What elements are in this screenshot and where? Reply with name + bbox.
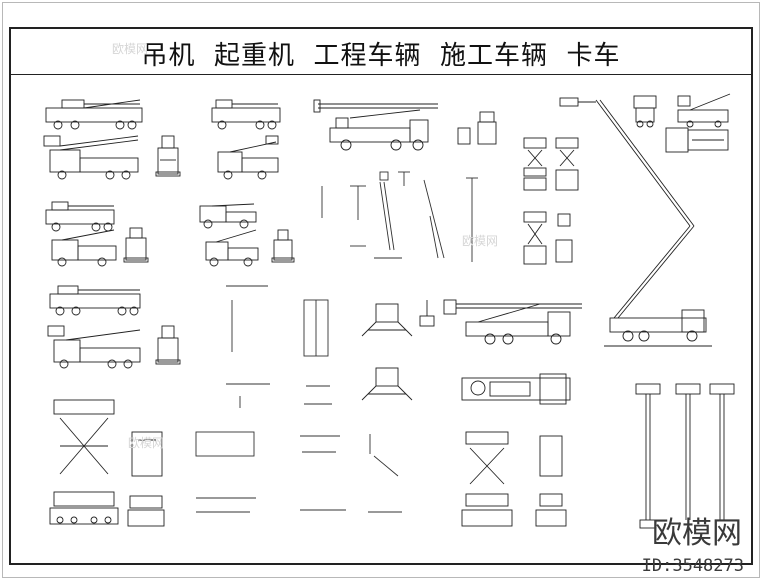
watermark-logo: 欧模网 [652, 516, 742, 551]
crane-truck-side-1 [45, 99, 143, 130]
crane-truck-front-2 [123, 227, 149, 263]
watermark-id: ID:3548273 [641, 556, 744, 576]
crane-truck-side-5 [45, 201, 115, 232]
watermark-tile: 欧模网 [128, 436, 165, 450]
boom-truck-side [313, 99, 438, 151]
title-block: 吊机 起重机 工程车辆 施工车辆 卡车 [11, 29, 751, 75]
scissor-lift-large-front [127, 431, 165, 527]
scissor-lift-small-3 [523, 211, 547, 265]
scissor-lift-large-side [49, 399, 119, 525]
partial-frame-views [226, 285, 332, 408]
crane-truck-side-2 [43, 135, 139, 180]
mini-lift-2 [677, 93, 731, 128]
crane-truck-front-1 [155, 135, 181, 177]
mini-lift-1 [633, 95, 657, 128]
crane-truck-side-8 [205, 229, 259, 267]
mast-lift-1 [635, 383, 661, 529]
mast-lift-2 [675, 383, 701, 520]
scissor-lift-mid-front [535, 435, 567, 527]
watermark-tile: 欧模网 [112, 42, 149, 56]
partial-platform-views [195, 431, 402, 513]
mast-lift-3 [709, 383, 735, 520]
ladder-truck-side [443, 299, 582, 345]
scissor-lift-small-4 [555, 213, 573, 263]
crane-truck-front-3 [271, 229, 295, 263]
crane-truck-front-4 [155, 325, 181, 365]
outrigger-lift-front-1 [361, 300, 435, 337]
watermark-tile: 欧模网 [462, 234, 499, 248]
scissor-lift-small-2 [555, 137, 579, 191]
crane-truck-side-6 [51, 229, 117, 267]
boom-truck-front [457, 111, 497, 145]
crane-truck-side-10 [47, 325, 141, 369]
partial-lift-views [321, 171, 478, 262]
mini-lift-3 [665, 127, 729, 153]
scissor-lift-mid-side [461, 431, 513, 527]
outrigger-lift-front-2 [361, 367, 413, 401]
crane-truck-side-4 [217, 135, 279, 180]
ladder-truck-top [461, 373, 571, 405]
aerial-boom-truck [559, 97, 712, 347]
drawing-frame [9, 27, 753, 565]
crane-truck-side-7 [199, 203, 257, 229]
crane-truck-side-3 [211, 99, 281, 130]
sheet-title: 吊机 起重机 工程车辆 施工车辆 卡车 [141, 41, 621, 71]
crane-truck-side-9 [49, 285, 141, 316]
scissor-lift-small-1 [523, 137, 547, 191]
